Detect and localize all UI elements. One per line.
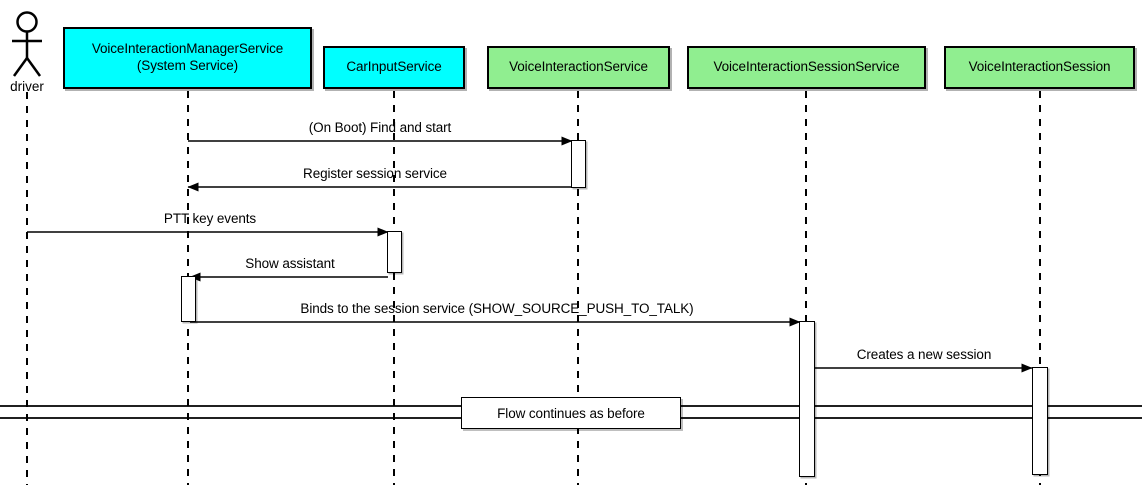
message-arrows-group bbox=[27, 136, 1033, 373]
activation-carinput bbox=[387, 231, 402, 273]
participant-box-carinput[interactable]: CarInputService bbox=[323, 46, 465, 89]
participant-box-vis[interactable]: VoiceInteractionService bbox=[487, 46, 670, 89]
participant-box-vsess_service[interactable]: VoiceInteractionSessionService bbox=[687, 46, 926, 89]
participant-label-carinput: CarInputService bbox=[346, 59, 442, 75]
activation-vsess-service bbox=[799, 321, 815, 477]
msg-creates-a-new-session-label: Creates a new session bbox=[856, 347, 992, 362]
msg-ptt-key-events-label: PTT key events bbox=[163, 211, 257, 226]
actor-leg-left bbox=[12, 57, 29, 77]
msg-show-assistant-label: Show assistant bbox=[245, 256, 335, 271]
flow-continues-note: Flow continues as before bbox=[461, 397, 681, 429]
actor-label-driver: driver bbox=[10, 79, 44, 94]
actor-driver-glyph bbox=[12, 11, 42, 77]
participant-label-vims: VoiceInteractionManagerService (System S… bbox=[91, 41, 284, 73]
activation-vims bbox=[181, 276, 196, 322]
participant-label-vis: VoiceInteractionService bbox=[509, 59, 648, 75]
actor-leg-right bbox=[25, 57, 42, 77]
activation-vsession bbox=[1032, 367, 1048, 475]
msg-on-boot-find-and-start-label: (On Boot) Find and start bbox=[308, 120, 452, 135]
msg-binds-to-session-service-label: Binds to the session service (SHOW_SOURC… bbox=[300, 301, 694, 316]
activation-vis bbox=[571, 140, 586, 188]
msg-register-session-service-label: Register session service bbox=[303, 166, 447, 181]
participant-box-vims[interactable]: VoiceInteractionManagerService (System S… bbox=[63, 27, 312, 89]
participant-box-vsession[interactable]: VoiceInteractionSession bbox=[944, 46, 1135, 89]
participant-label-vsession: VoiceInteractionSession bbox=[968, 59, 1111, 75]
participant-label-vsess_service: VoiceInteractionSessionService bbox=[713, 59, 900, 75]
actor-head bbox=[16, 11, 38, 33]
